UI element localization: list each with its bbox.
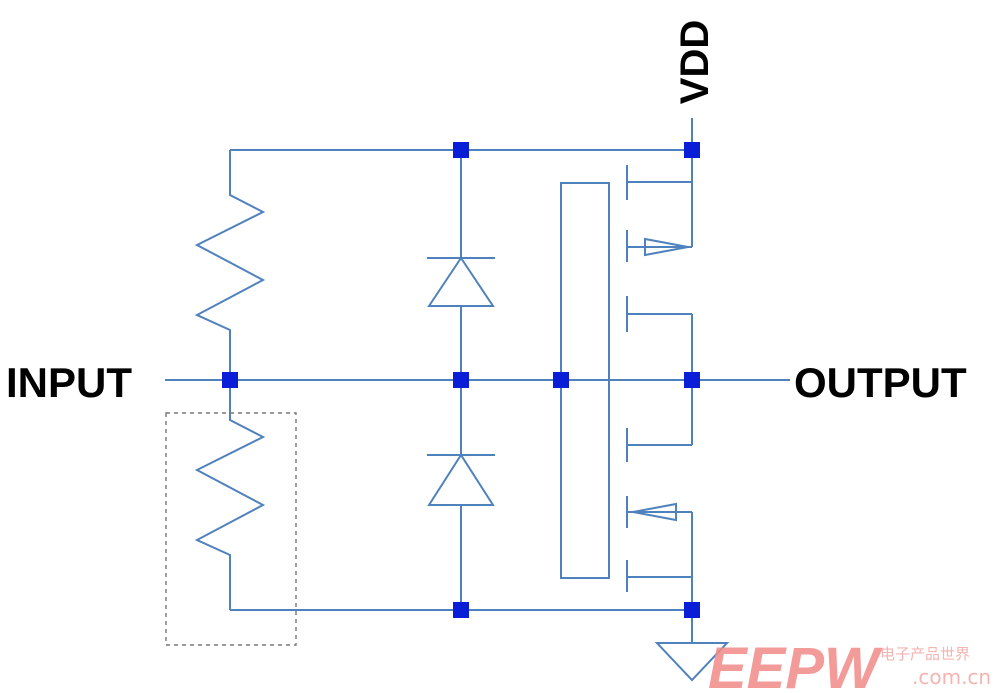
gate-bus xyxy=(560,182,610,579)
node-vdd xyxy=(684,142,700,158)
node-ground xyxy=(684,602,700,618)
nmos-lower-arrow xyxy=(632,502,677,522)
pull-down-resistor xyxy=(194,380,266,610)
watermark-tagline: 电子产品世界 xyxy=(880,645,970,663)
watermark-domain: .com.cn xyxy=(912,665,991,689)
lower-diode xyxy=(427,453,495,506)
node-gate xyxy=(553,372,569,388)
input-label: INPUT xyxy=(6,359,132,406)
eepw-watermark: EEPW 电子产品世界 .com.cn xyxy=(708,636,991,693)
output-label: OUTPUT xyxy=(794,359,967,406)
pull-up-resistor xyxy=(194,150,266,380)
highlight-box xyxy=(165,412,297,646)
node-output xyxy=(684,372,700,388)
node-vdd-left xyxy=(453,142,469,158)
node-input xyxy=(222,372,238,388)
upper-diode xyxy=(427,256,495,307)
node-ground-mid xyxy=(453,602,469,618)
nmos-lower xyxy=(626,380,693,610)
pmos-upper-arrow xyxy=(644,237,689,257)
node-diode-mid xyxy=(453,372,469,388)
pmos-upper xyxy=(626,150,693,380)
watermark-brand: EEPW xyxy=(708,636,883,693)
vdd-label: VDD xyxy=(673,20,717,104)
